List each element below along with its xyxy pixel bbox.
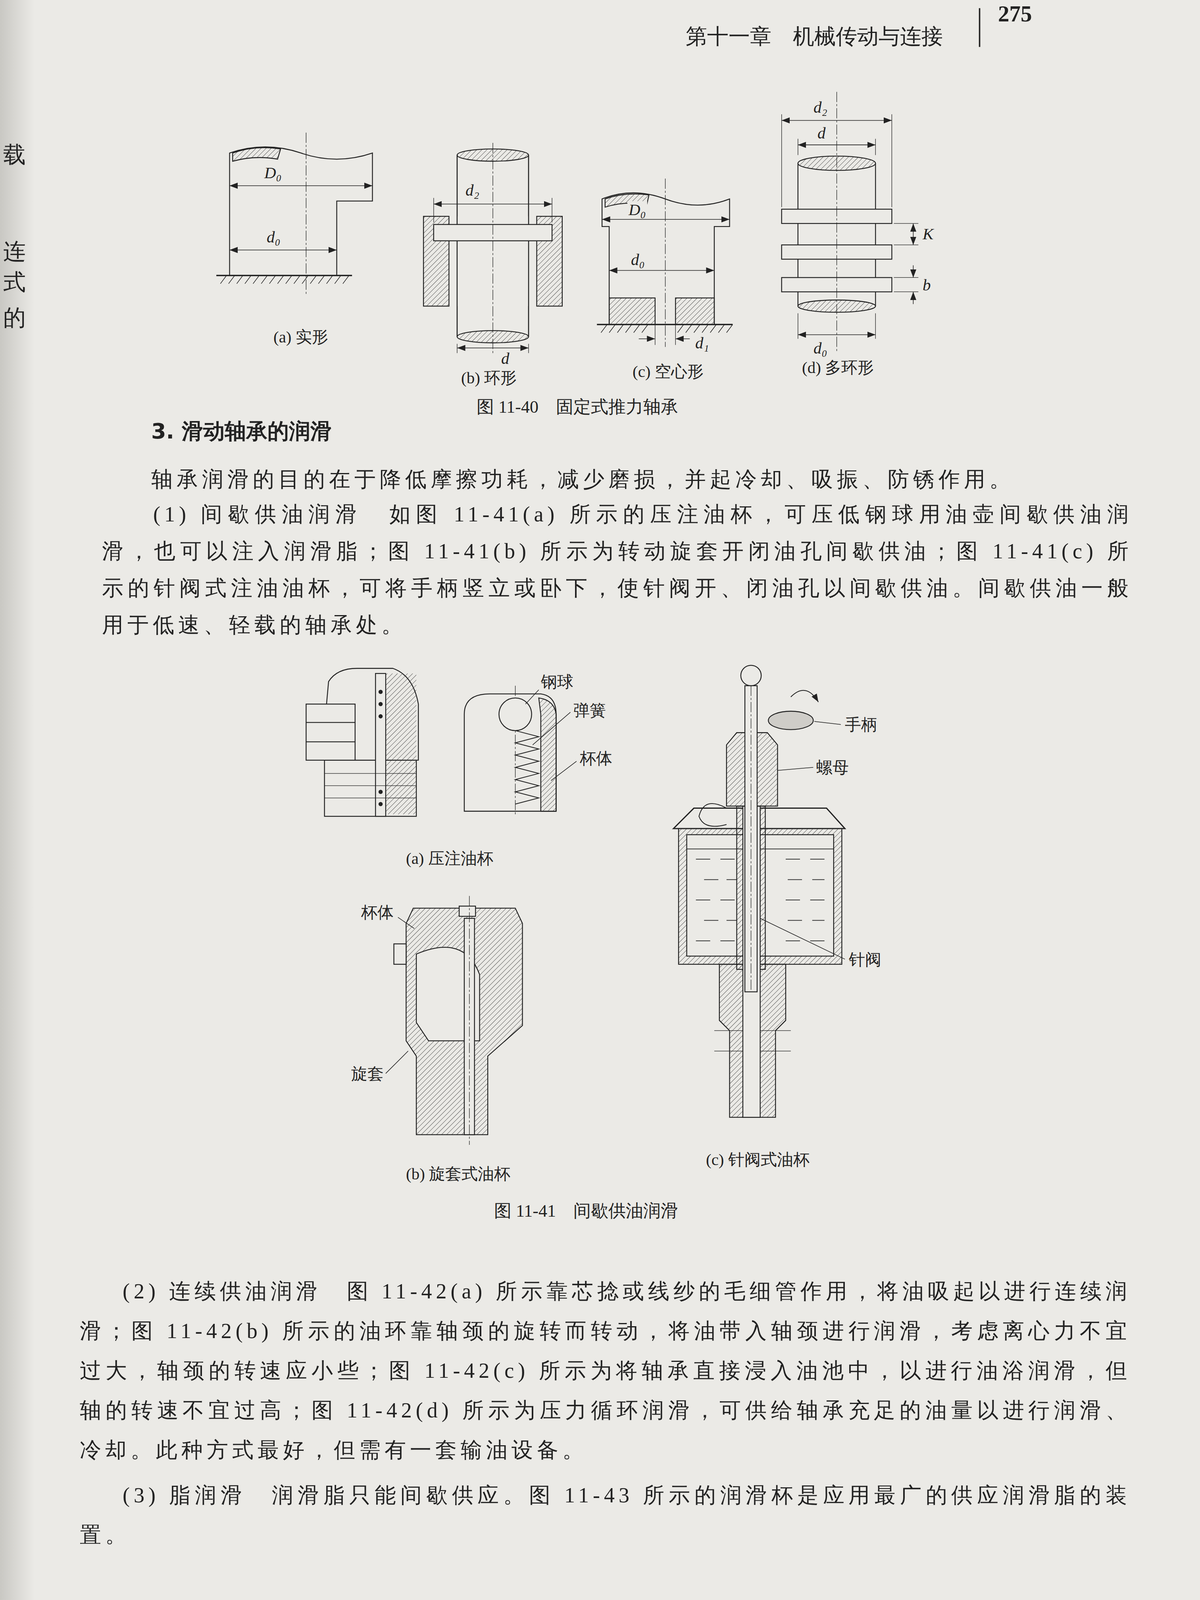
dimension-label: d₁	[694, 334, 711, 352]
body-paragraph: 轴承润滑的目的在于降低摩擦功耗，减少磨损，并起冷却、吸振、防锈作用。	[151, 461, 1131, 499]
needle-valve-oil-cup	[673, 665, 845, 1118]
subfigure-label: (c) 空心形	[632, 363, 704, 381]
dimension-label: K	[921, 225, 935, 243]
subfigure-label: (a) 压注油杯	[405, 850, 494, 868]
dimension-label: D₀	[263, 164, 283, 182]
margin-fragment: 连	[3, 239, 26, 264]
body-paragraph: (2) 连续供油润滑 图 11-42(a) 所示靠芯捻或线纱的毛细管作用，将油吸…	[79, 1271, 1131, 1470]
dimension-label: D₀	[627, 201, 648, 219]
margin-fragment: 载	[3, 142, 26, 167]
subfigure-label: (c) 针阀式油杯	[705, 1151, 810, 1169]
part-label: 杯体	[579, 750, 613, 768]
ring-thrust-bearing	[423, 142, 563, 356]
part-label: 弹簧	[573, 701, 606, 720]
subfigure-label: (b) 环形	[461, 369, 517, 387]
section-heading: 3. 滑动轴承的润滑	[151, 420, 332, 443]
page-number: 275	[998, 1, 1033, 26]
dimension-label: d₂	[464, 181, 481, 199]
rotary-sleeve-oil-cup	[385, 896, 523, 1145]
part-label: 针阀	[848, 951, 882, 969]
subfigure-label: (b) 旋套式油杯	[405, 1165, 511, 1183]
subfigure-label: (a) 实形	[273, 328, 329, 346]
hollow-thrust-bearing	[596, 178, 733, 347]
dimension-label: d	[816, 124, 827, 142]
body-paragraph: (3) 脂润滑 润滑脂只能间歇供应。图 11-43 所示的润滑杯是应用最广的供应…	[79, 1475, 1131, 1555]
part-label: 手柄	[844, 716, 878, 734]
dimension-label: b	[921, 276, 933, 294]
solid-thrust-bearing	[216, 132, 373, 294]
body-paragraph: (1) 间歇供油润滑 如图 11-41(a) 所示的压注油杯，可压低钢球用油壶间…	[101, 496, 1133, 644]
figure-caption: 图 11-41 间歇供油润滑	[494, 1201, 679, 1221]
subfigure-label: (d) 多环形	[801, 359, 874, 377]
dimension-label: d₂	[812, 98, 829, 116]
dimension-label: d₀	[629, 251, 647, 269]
multi-ring-thrust-bearing	[781, 91, 919, 352]
part-label: 旋套	[351, 1065, 384, 1083]
dimension-label: d₀	[265, 228, 282, 246]
page-edge	[0, 0, 35, 1600]
part-label: 杯体	[361, 903, 394, 922]
press-oil-cup	[305, 668, 577, 817]
dimension-label: d	[500, 350, 511, 368]
part-label: 螺母	[816, 759, 849, 777]
part-label: 钢球	[540, 673, 574, 691]
header-bar	[978, 8, 981, 48]
margin-fragment: 的	[3, 305, 26, 330]
figure-caption: 图 11-40 固定式推力轴承	[476, 398, 679, 417]
margin-fragment: 式	[3, 270, 26, 295]
dimension-label: d₀	[812, 339, 829, 357]
running-head: 第十一章 机械传动与连接	[685, 25, 943, 49]
